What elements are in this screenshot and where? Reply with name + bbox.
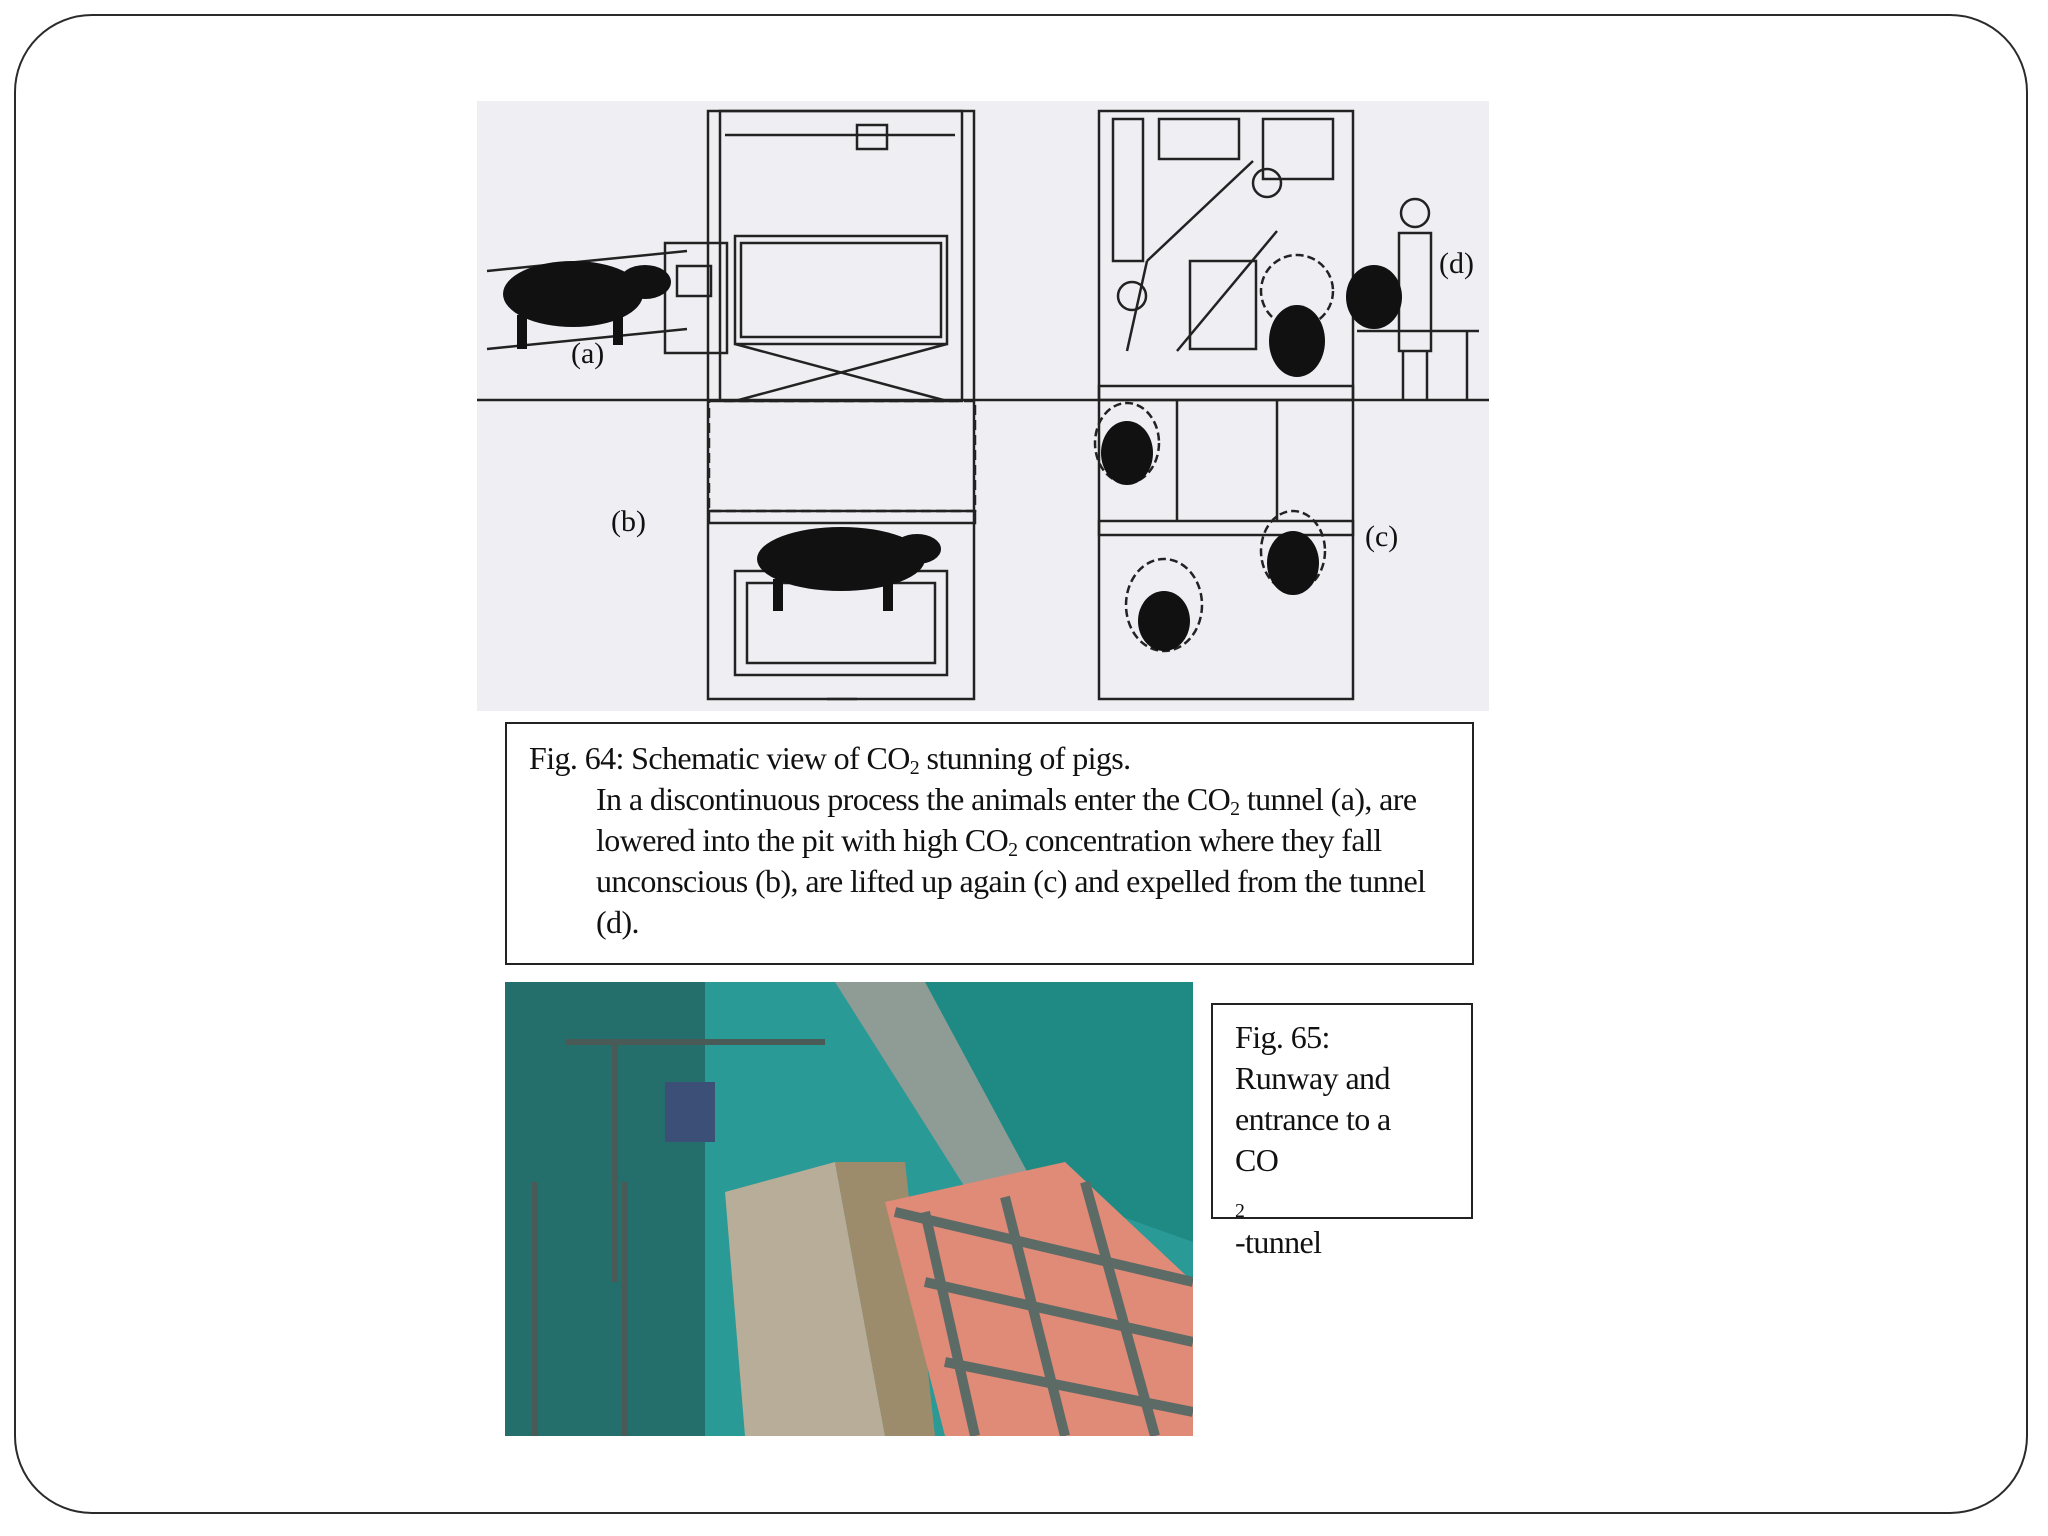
co2-stunning-schematic: (a) (b) (c) (d) <box>477 101 1489 711</box>
figure-64-caption: Fig. 64: Schematic view of CO2 stunning … <box>505 722 1474 965</box>
fig65-line-3: entrance to a <box>1235 1101 1391 1137</box>
caption-title: Fig. 64: Schematic view of CO2 stunning … <box>529 740 1131 779</box>
label-a: (a) <box>571 337 604 370</box>
fig65-line-1: Fig. 65: <box>1235 1019 1330 1055</box>
label-d: (d) <box>1439 247 1474 280</box>
fig65-line-2: Runway and <box>1235 1060 1390 1096</box>
label-c: (c) <box>1365 520 1398 553</box>
schematic-linework <box>477 109 1489 701</box>
label-b: (b) <box>611 505 646 538</box>
pig-silhouettes <box>503 261 1402 651</box>
runway-photo <box>505 982 1193 1436</box>
caption-body: In a discontinuous process the animals e… <box>596 781 1426 940</box>
